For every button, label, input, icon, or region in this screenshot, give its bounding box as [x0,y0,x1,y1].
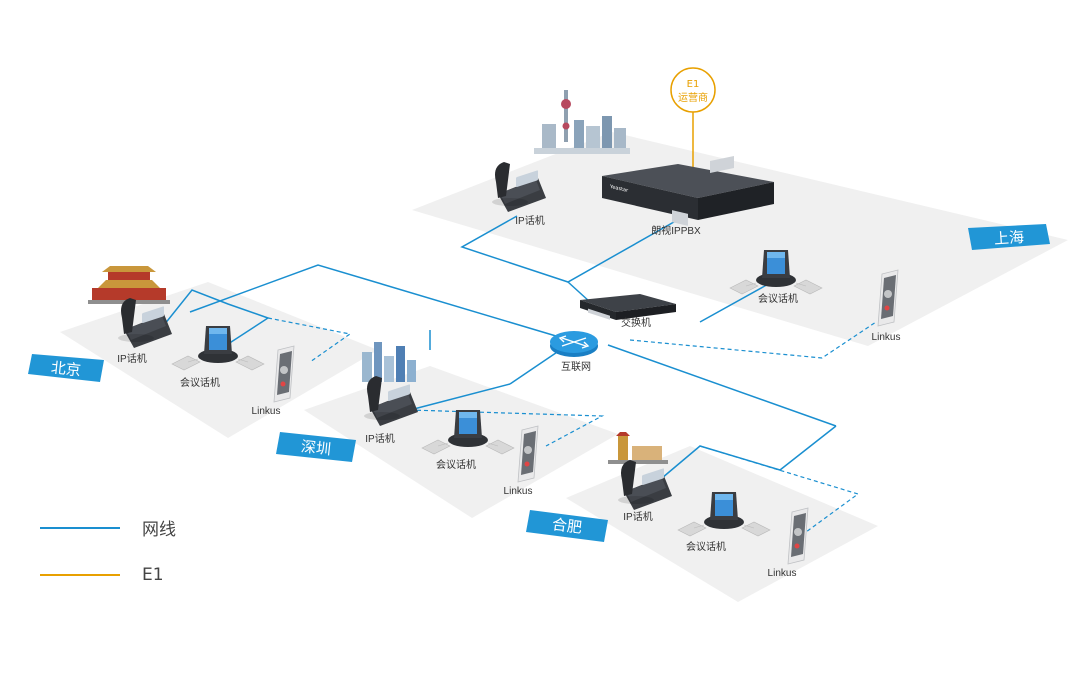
shenzhen-ip-phone-label: IP话机 [365,432,394,445]
svg-text:Yeastar: Yeastar [609,184,629,195]
legend-e1-swatch [40,574,120,576]
beijing-region-badge: 北京 [28,354,104,382]
beijing-region-label: 北京 [50,358,82,379]
pbx-device: Yeastar [602,155,774,226]
shanghai-platform [412,132,1068,346]
internet-icon [550,331,598,357]
e1-carrier-label: 运营商 [678,91,708,104]
hefei-linkus-label: Linkus [768,568,797,579]
shanghai-city-icon [534,90,630,154]
hefei-ip-phone-label: IP话机 [623,510,652,523]
hefei-landmark-icon [608,432,668,464]
legend-e1: E1 [40,565,164,585]
shenzhen-conf-phone-label: 会议话机 [436,458,476,471]
shanghai-region-badge: 上海 [968,224,1050,250]
shanghai-linkus-label: Linkus [872,332,901,343]
legend-network-swatch [40,526,120,529]
legend-network-label: 网线 [142,520,176,540]
beijing-conf-phone-label: 会议话机 [180,376,220,389]
e1-carrier-badge: E1 运营商 [670,67,716,113]
pbx-label: 朗视IPPBX [651,224,701,237]
beijing-landmark-icon [88,266,170,304]
switch-device [580,294,676,320]
internet-label: 互联网 [561,361,591,373]
switch-label: 交换机 [621,316,651,329]
shanghai-conf-phone-label: 会议话机 [758,292,798,305]
hefei-conf-phone-label: 会议话机 [686,540,726,553]
shenzhen-region-badge: 深圳 [276,432,356,462]
hefei-region-badge: 合肥 [526,510,608,542]
shanghai-ip-phone-label: IP话机 [515,214,544,227]
shenzhen-region-label: 深圳 [300,437,332,458]
shenzhen-linkus-label: Linkus [504,486,533,497]
beijing-linkus-label: Linkus [252,406,281,417]
e1-label: E1 [687,79,700,90]
beijing-ip-phone-label: IP话机 [117,352,146,365]
legend-network: 网线 [40,515,176,540]
legend-e1-label: E1 [142,565,164,585]
network-lines [159,213,837,479]
hefei-region-label: 合肥 [551,515,583,537]
shanghai-region-label: 上海 [993,228,1024,248]
